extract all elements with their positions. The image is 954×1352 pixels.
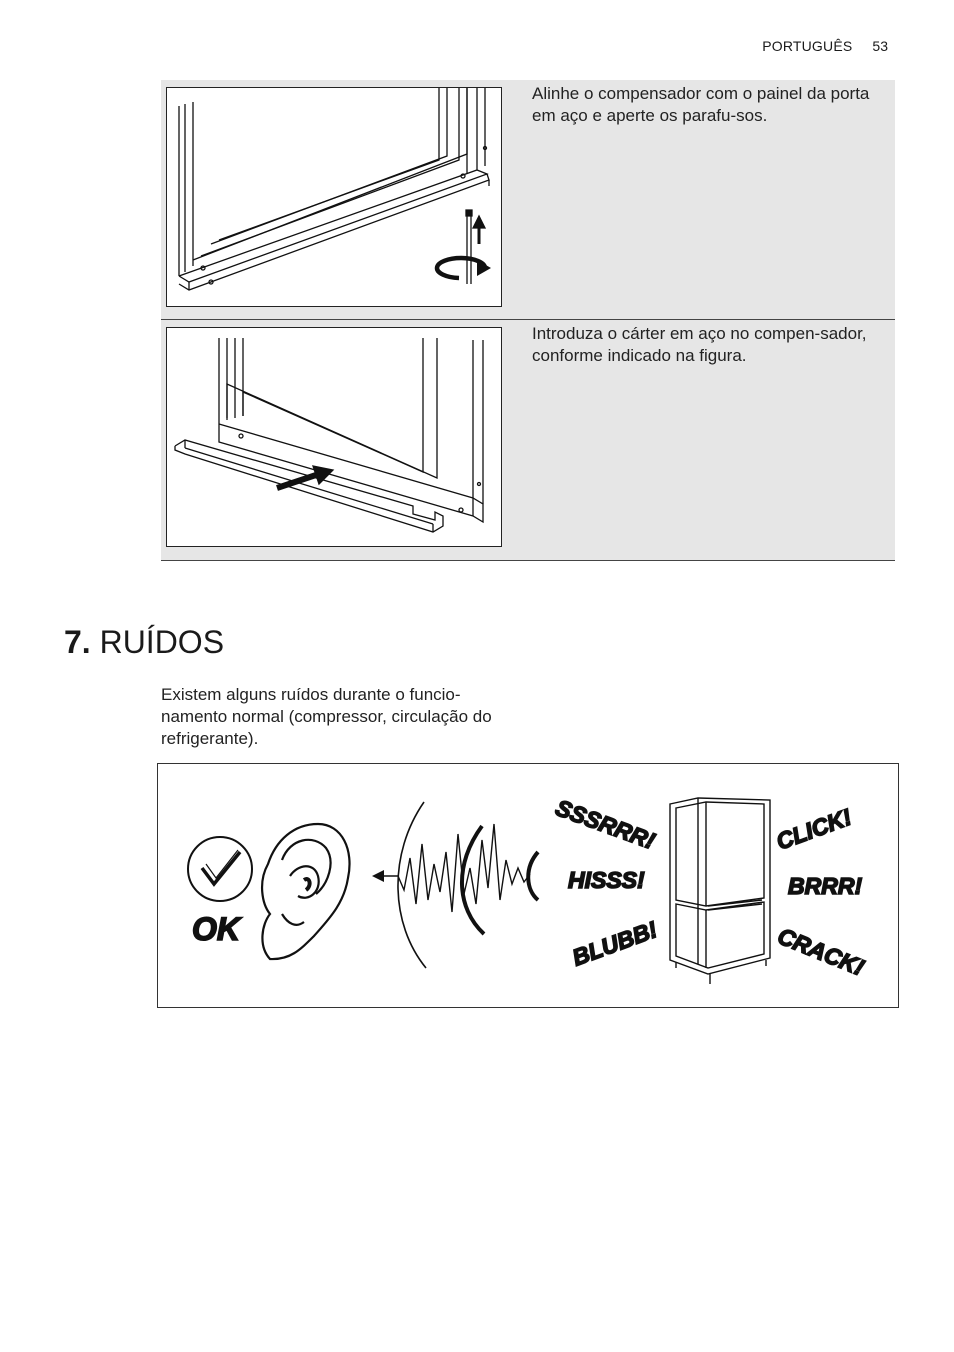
section-number: 7. — [64, 624, 91, 660]
sound-sssrrr: SSSRRR! — [552, 794, 658, 854]
ear-icon — [261, 822, 351, 961]
section-heading: 7. RUÍDOS — [64, 624, 224, 661]
door-compensator-illustration — [166, 87, 502, 307]
section-title: RUÍDOS — [99, 624, 225, 660]
ok-label: OK — [192, 911, 243, 947]
sound-brrr: BRRR! — [788, 873, 862, 899]
page-header: PORTUGUÊS 53 — [762, 38, 888, 54]
normal-noises-illustration: OK SSSRRR! HISSS! BLUBB! — [157, 763, 899, 1008]
page-number: 53 — [872, 38, 888, 54]
sound-click: CLICK! — [773, 803, 855, 854]
tray-insertion-illustration — [166, 327, 502, 547]
sound-wave-icon — [372, 801, 540, 969]
sound-blubb: BLUBB! — [569, 916, 661, 971]
step-2-text: Introduza o cárter em aço no compen-sado… — [532, 324, 867, 365]
step-1-text: Alinhe o compensador com o painel da por… — [532, 84, 870, 125]
sound-crack: CRACK! — [774, 923, 868, 981]
fridge-icon — [669, 797, 771, 984]
step-insert-tray: Introduza o cárter em aço no compen-sado… — [161, 320, 895, 561]
language-label: PORTUGUÊS — [762, 38, 853, 54]
sound-hisss: HISSS! — [568, 867, 645, 893]
intro-paragraph: Existem alguns ruídos durante o funcio-n… — [161, 685, 492, 748]
step-align-compensator: Alinhe o compensador com o painel da por… — [161, 80, 895, 320]
installation-steps: Alinhe o compensador com o painel da por… — [161, 80, 895, 561]
check-circle-icon — [187, 836, 253, 902]
